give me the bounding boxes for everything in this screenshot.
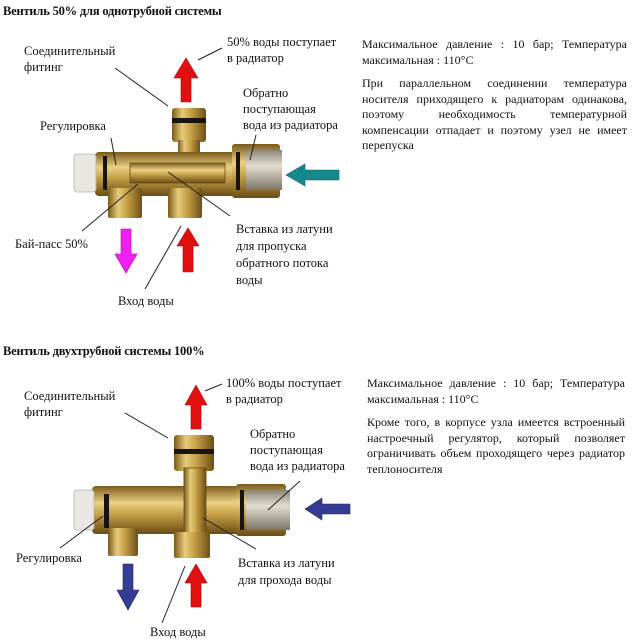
- label-line: 50% воды поступает: [227, 35, 337, 49]
- description-2: Максимальное давление : 10 бар; Температ…: [367, 376, 625, 485]
- label-line: воды: [236, 273, 263, 287]
- label-line: вода из радиатора: [250, 459, 345, 473]
- description-1: Максимальное давление : 10 бар; Температ…: [362, 37, 627, 162]
- left-leg: [108, 528, 138, 556]
- label-outflow-2: 100% воды поступает в радиатор: [226, 375, 341, 407]
- label-inlet-1: Вход воды: [118, 294, 174, 308]
- label-line: для пропуска: [236, 239, 307, 253]
- label-line: поступающая: [250, 443, 323, 457]
- label-fitting-1: Соединительный фитинг: [24, 43, 115, 75]
- specs-1: Максимальное давление : 10 бар; Температ…: [362, 37, 627, 67]
- inlet-leg: [174, 532, 210, 558]
- arrow-up-out-icon: [173, 57, 199, 103]
- label-regulation-1: Регулировка: [40, 119, 106, 133]
- arrow-left-return-icon: [285, 163, 340, 187]
- label-line: фитинг: [24, 60, 63, 74]
- label-regulation-2: Регулировка: [16, 551, 82, 565]
- arrow-up-inlet-icon: [176, 227, 200, 273]
- label-line: обратного потока: [236, 256, 329, 270]
- label-line: для прохода воды: [238, 573, 332, 587]
- label-insert-1: Вставка из латуни для пропуска обратного…: [236, 221, 333, 289]
- label-line: Соединительный: [24, 44, 116, 58]
- inlet-leg: [168, 188, 202, 218]
- text-1: При параллельном соединении температура …: [362, 76, 627, 152]
- label-return-2: Обратно поступающая вода из радиатора: [250, 426, 345, 474]
- section2-title: Вентиль двухтрубной системы 100%: [3, 344, 205, 358]
- label-line: Вставка из латуни: [238, 556, 335, 570]
- valve-body: [92, 486, 242, 534]
- top-fitting: [172, 108, 206, 142]
- arrow-down-bypass-icon: [114, 228, 138, 274]
- left-cap: [73, 489, 95, 531]
- label-return-1: Обратно поступающая вода из радиатора: [243, 85, 338, 133]
- left-cap: [73, 153, 97, 193]
- label-line: вода из радиатора: [243, 118, 338, 132]
- label-bypass-1: Бай-пасс 50%: [15, 237, 88, 251]
- arrow-down-outlet-icon: [116, 563, 140, 611]
- label-inlet-2: Вход воды: [150, 625, 206, 639]
- specs-2: Максимальное давление : 10 бар; Температ…: [367, 376, 625, 406]
- label-line: в радиатор: [227, 51, 284, 65]
- section1-title: Вентиль 50% для однотрубной системы: [3, 4, 222, 18]
- label-line: поступающая: [243, 102, 316, 116]
- label-line: Соединительный: [24, 389, 116, 403]
- label-line: Обратно: [250, 427, 296, 441]
- label-line: фитинг: [24, 405, 63, 419]
- label-line: Обратно: [243, 86, 289, 100]
- valve-50-diagram: [73, 47, 340, 290]
- label-line: 100% воды поступает: [226, 376, 342, 390]
- label-outflow-1: 50% воды поступает в радиатор: [227, 34, 336, 66]
- arrow-up-inlet-icon: [184, 563, 208, 608]
- valve-100-diagram: [59, 383, 351, 624]
- bypass-leg: [108, 188, 142, 218]
- arrow-left-return-icon: [304, 497, 351, 521]
- label-line: Вставка из латуни: [236, 222, 333, 236]
- label-line: в радиатор: [226, 392, 283, 406]
- label-fitting-2: Соединительный фитинг: [24, 388, 115, 420]
- label-insert-2: Вставка из латуни для прохода воды: [238, 555, 335, 589]
- arrow-up-out-icon: [184, 384, 208, 430]
- text-2: Кроме того, в корпусе узла имеется встро…: [367, 415, 625, 476]
